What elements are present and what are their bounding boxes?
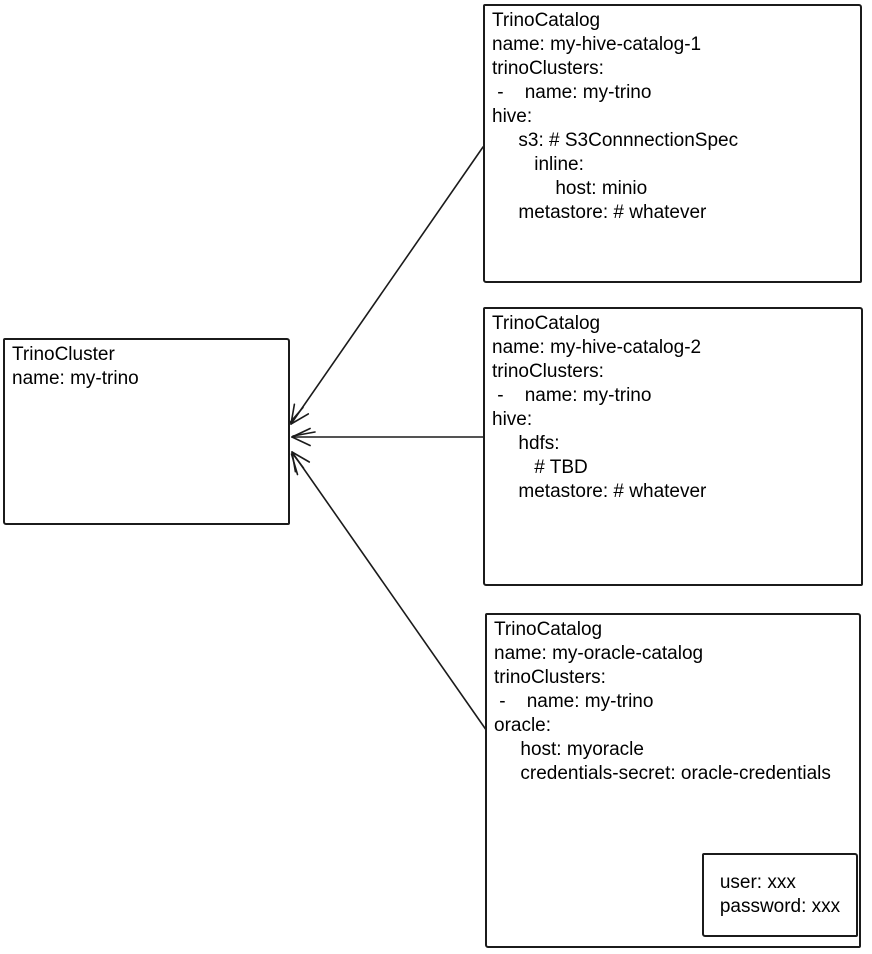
text-line: trinoClusters: <box>492 361 604 382</box>
text-line: - name: my-trino <box>492 82 652 103</box>
text-line: user: xxx <box>719 872 796 893</box>
text-line: oracle: <box>494 715 552 736</box>
text-line: trinoClusters: <box>494 667 606 688</box>
oracle-credentials-secret-text: user: xxx password: xxx <box>720 871 840 919</box>
text-line: name: my-oracle-catalog <box>494 643 704 664</box>
trino-catalog-box-hive-1: TrinoCatalog name: my-hive-catalog-1 trino… <box>483 4 862 283</box>
trino-cluster-text: TrinoCluster name: my-trino <box>5 340 288 394</box>
trino-catalog-box-hive-2: TrinoCatalog name: my-hive-catalog-2 trino… <box>483 307 863 586</box>
text-line: name: my-hive-catalog-1 <box>492 34 702 55</box>
text-line: - name: my-trino <box>494 691 654 712</box>
text-line: trinoClusters: <box>492 58 604 79</box>
trino-catalog-box-oracle: TrinoCatalog name: my-oracle-catalog trino… <box>485 613 861 948</box>
text-line: host: myoracle <box>494 739 644 760</box>
text-line: hive: <box>492 409 533 430</box>
text-line: - name: my-trino <box>492 385 652 406</box>
oracle-credentials-secret-box: user: xxx password: xxx <box>702 853 858 937</box>
trino-catalog-hive-1-text: TrinoCatalog name: my-hive-catalog-1 trino… <box>485 6 860 228</box>
text-line: TrinoCluster <box>12 344 115 365</box>
text-line: name: my-hive-catalog-2 <box>492 337 702 358</box>
text-line: hive: <box>492 106 533 127</box>
text-line: TrinoCatalog <box>492 313 601 334</box>
text-line: s3: # S3ConnnectionSpec <box>492 130 739 151</box>
text-line: TrinoCatalog <box>492 10 601 31</box>
text-line: # TBD <box>492 457 588 478</box>
arrow-catalog1-to-cluster <box>289 146 484 425</box>
arrow-catalog2-to-cluster <box>291 427 486 447</box>
trino-catalog-hive-2-text: TrinoCatalog name: my-hive-catalog-2 trino… <box>485 309 861 507</box>
trino-cluster-box: TrinoCluster name: my-trino <box>3 338 290 525</box>
text-line: name: my-trino <box>12 368 139 389</box>
text-line: TrinoCatalog <box>494 619 603 640</box>
text-line: password: xxx <box>719 896 841 917</box>
text-line: hdfs: <box>492 433 560 454</box>
arrow-catalog3-to-cluster <box>290 451 490 735</box>
text-line: metastore: # whatever <box>492 481 707 502</box>
text-line: credentials-secret: oracle-credentials <box>494 763 831 784</box>
trino-catalog-oracle-text: TrinoCatalog name: my-oracle-catalog trino… <box>487 615 859 789</box>
text-line: metastore: # whatever <box>492 202 707 223</box>
text-line: inline: <box>492 154 584 175</box>
text-line: host: minio <box>492 178 648 199</box>
